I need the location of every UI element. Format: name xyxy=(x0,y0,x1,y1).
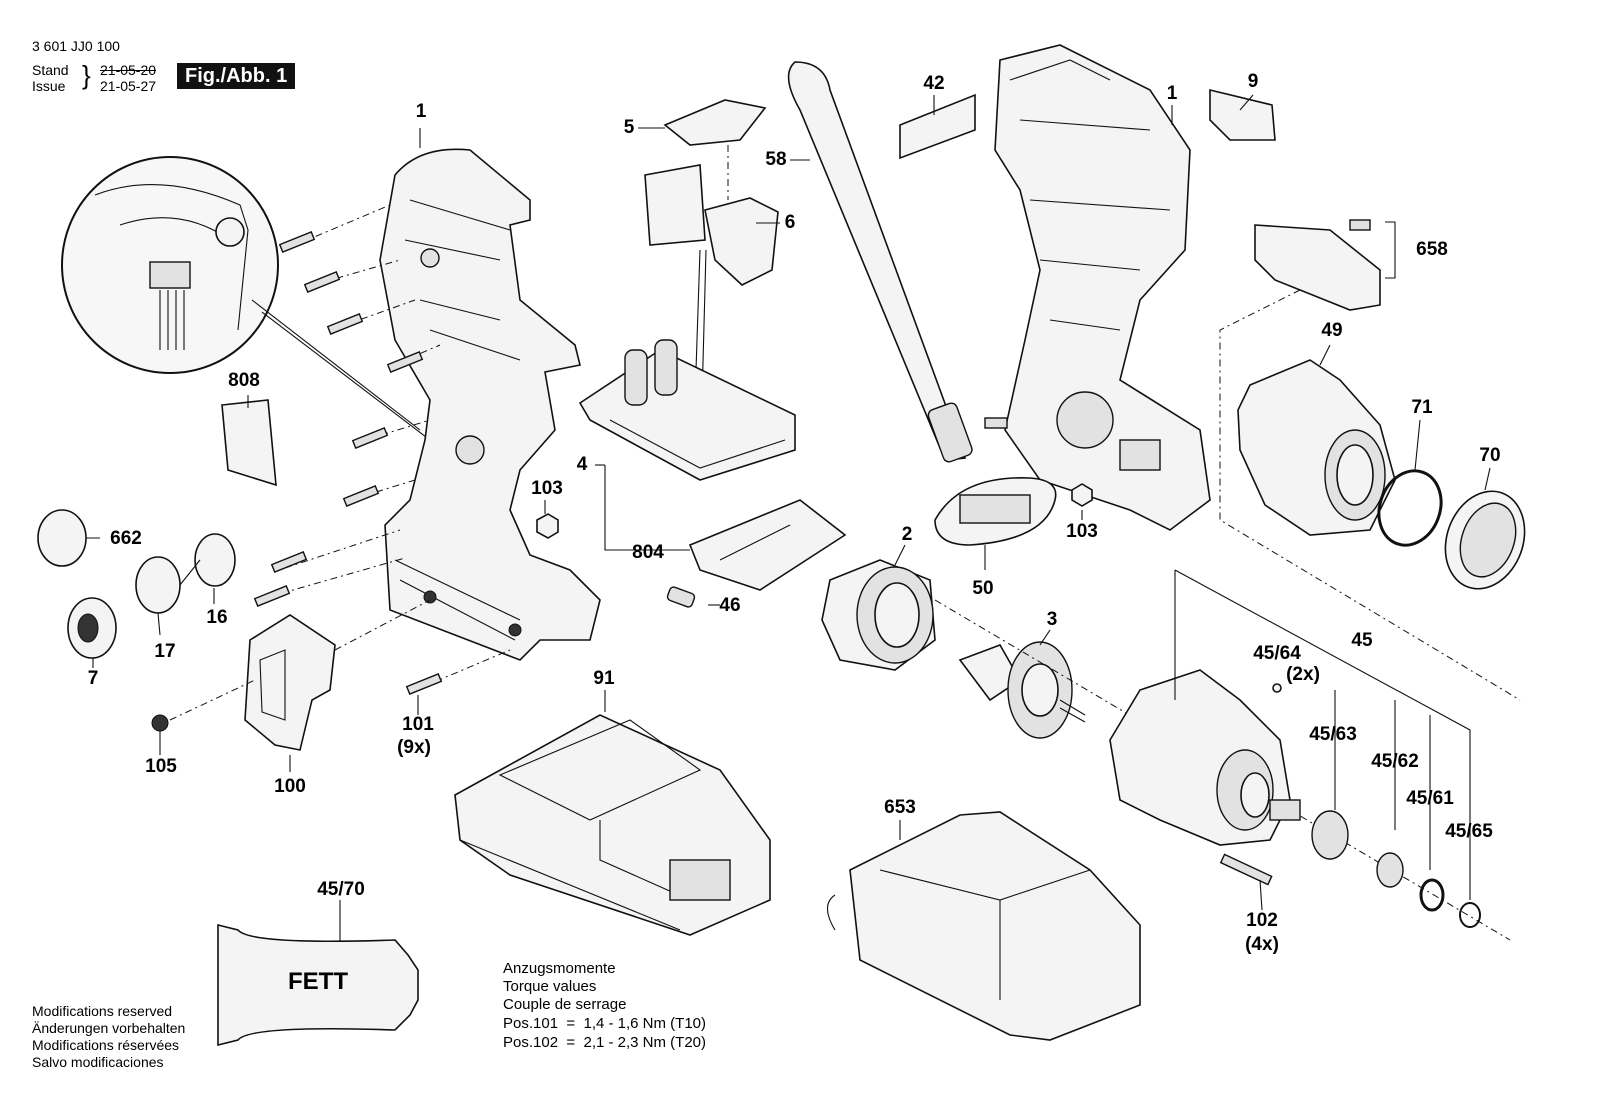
callout-103-right: 103 xyxy=(1066,521,1098,542)
gear-housing-45 xyxy=(1109,669,1301,846)
modifications-es: Salvo modificaciones xyxy=(32,1054,164,1070)
switch-5-6 xyxy=(644,99,779,401)
callout-653: 653 xyxy=(884,797,916,818)
brace: } xyxy=(82,60,91,90)
callout-71: 71 xyxy=(1411,397,1433,418)
callout-46: 46 xyxy=(719,595,741,616)
callout-102: 102 xyxy=(1246,910,1278,931)
callout-16: 16 xyxy=(206,607,228,628)
callout-45-62: 45/62 xyxy=(1371,751,1419,772)
battery-91 xyxy=(454,714,771,936)
label-42 xyxy=(899,93,976,160)
modifications-de: Änderungen vorbehalten xyxy=(32,1020,186,1036)
callout-45: 45 xyxy=(1351,630,1373,651)
callout-658: 658 xyxy=(1416,239,1448,260)
callout-45-61: 45/61 xyxy=(1406,788,1454,809)
cap-70 xyxy=(1444,490,1526,590)
callout-91: 91 xyxy=(593,668,615,689)
housing-left xyxy=(379,148,601,661)
nut-103-left xyxy=(536,513,559,539)
screw-102 xyxy=(1219,853,1273,886)
callout-101: 101 xyxy=(402,714,434,735)
screws-101 xyxy=(253,204,511,695)
belt-clip-100 xyxy=(151,599,431,751)
front-cover-49 xyxy=(1237,359,1396,536)
callout-45-64-qty: (2x) xyxy=(1286,664,1320,685)
callout-58: 58 xyxy=(765,149,787,170)
issue-date: 21-05-27 xyxy=(100,78,157,94)
callout-17: 17 xyxy=(154,641,176,662)
callout-6: 6 xyxy=(784,212,796,233)
torque-pos102: Pos.102 = 2,1 - 2,3 Nm (T20) xyxy=(503,1034,707,1051)
callout-2: 2 xyxy=(901,524,913,545)
nut-103-right xyxy=(1071,483,1093,507)
ring-71 xyxy=(1377,469,1443,547)
issue-label: Issue xyxy=(32,78,66,94)
callout-45-65: 45/65 xyxy=(1445,821,1493,842)
bracket-45 xyxy=(1174,569,1471,900)
callout-3: 3 xyxy=(1046,609,1058,630)
callout-49: 49 xyxy=(1321,320,1343,341)
callout-808: 808 xyxy=(228,370,260,391)
callout-4: 4 xyxy=(576,454,588,475)
callout-70: 70 xyxy=(1479,445,1501,466)
callout-1-left: 1 xyxy=(415,101,427,122)
callout-662: 662 xyxy=(110,528,142,549)
modifications-en: Modifications reserved xyxy=(32,1003,173,1019)
connector-804 xyxy=(666,499,847,608)
torque-heading-de: Anzugsmomente xyxy=(503,960,616,977)
label-808 xyxy=(221,399,277,487)
callout-50: 50 xyxy=(972,578,994,599)
housing-right xyxy=(984,44,1211,531)
small-caps xyxy=(37,509,236,659)
callout-42: 42 xyxy=(923,73,945,94)
torque-heading-fr: Couple de serrage xyxy=(503,996,627,1013)
callout-101-qty: (9x) xyxy=(397,737,431,758)
charger-653 xyxy=(826,811,1141,1041)
leader-lines xyxy=(92,94,1491,911)
bracket-4-804 xyxy=(604,465,690,551)
electronics-board-4 xyxy=(578,339,796,481)
rotor-3 xyxy=(934,599,1511,941)
torque-heading-en: Torque values xyxy=(503,978,597,995)
modifications-fr: Modifications réservées xyxy=(32,1037,180,1053)
callout-7: 7 xyxy=(87,668,99,689)
sleeve-rings xyxy=(1272,683,1481,928)
callout-103-left: 103 xyxy=(531,478,563,499)
callout-45-70: 45/70 xyxy=(317,879,365,900)
figure-label: Fig./Abb. 1 xyxy=(177,63,296,89)
callout-45-63: 45/63 xyxy=(1309,724,1357,745)
callout-804: 804 xyxy=(632,542,664,563)
callout-9: 9 xyxy=(1247,71,1259,92)
label-9 xyxy=(1209,88,1276,141)
stator-2 xyxy=(821,559,936,671)
part-number: 3 601 JJ0 100 xyxy=(32,38,120,54)
callout-100: 100 xyxy=(274,776,306,797)
callout-5: 5 xyxy=(623,117,635,138)
grease-tube-text: FETT xyxy=(288,968,348,995)
callout-105: 105 xyxy=(145,756,177,777)
stand-date: 21-05-20 xyxy=(100,62,157,78)
part-658 xyxy=(1219,219,1521,701)
callout-45-64: 45/64 xyxy=(1253,643,1301,664)
detail-magnifier xyxy=(61,156,431,441)
stand-label: Stand xyxy=(32,62,69,78)
callout-102-qty: (4x) xyxy=(1245,934,1279,955)
torque-pos101: Pos.101 = 1,4 - 1,6 Nm (T10) xyxy=(503,1015,707,1032)
grease-tube xyxy=(217,923,419,1047)
callout-1-right: 1 xyxy=(1166,83,1178,104)
